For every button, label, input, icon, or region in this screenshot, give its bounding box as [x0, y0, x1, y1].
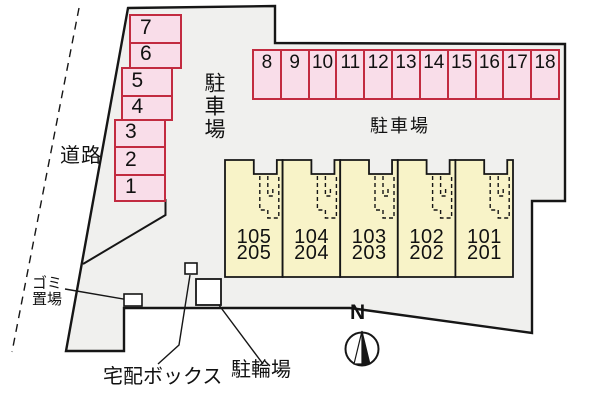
parking-area-label-left: 駐車場: [202, 72, 226, 141]
garbage-label-line2: 置場: [32, 291, 63, 308]
building-unit-101: [454, 159, 514, 278]
stair-symbol-icon: [489, 176, 510, 219]
unit-number-first-floor: 102: [409, 226, 445, 248]
parking-area-label-right: 駐車場: [370, 116, 430, 136]
delivery-box: [184, 262, 198, 275]
parking-space-3: 3: [114, 118, 166, 148]
parking-space-13: 13: [391, 51, 419, 98]
parking-space-7: 7: [129, 14, 182, 44]
garbage-leader-line: [64, 288, 130, 301]
parking-space-15: 15: [446, 51, 475, 98]
parking-space-number: 7: [140, 15, 152, 39]
parking-space-16: 16: [474, 51, 503, 98]
bicycle-parking-box: [195, 278, 222, 306]
parking-space-4: 4: [120, 94, 173, 121]
stair-symbol-icon: [259, 176, 280, 219]
unit-number-first-floor: 104: [294, 226, 330, 248]
unit-number-second-floor: 203: [351, 242, 387, 264]
parking-space-9: 9: [279, 51, 308, 98]
north-compass-icon: [344, 330, 380, 367]
stair-symbol-icon: [431, 176, 453, 219]
parking-space-14: 14: [418, 51, 447, 98]
parking-space-12: 12: [363, 51, 391, 98]
parking-space-11: 11: [335, 51, 363, 98]
unit-number-second-floor: 204: [294, 242, 330, 264]
north-label: N: [350, 301, 366, 324]
parking-space-number: 1: [125, 174, 137, 198]
parking-space-18: 18: [530, 51, 558, 98]
parking-space-1: 1: [114, 173, 166, 202]
parking-space-17: 17: [502, 51, 530, 98]
unit-number-second-floor: 202: [409, 242, 445, 264]
unit-number-first-floor: 101: [466, 226, 502, 248]
stair-symbol-icon: [374, 176, 395, 219]
bicycle-parking-label: 駐輪場: [231, 359, 291, 381]
road-label: 道路: [60, 145, 102, 167]
parking-space-8: 8: [261, 52, 273, 73]
interior-edge-line: [82, 199, 167, 265]
garbage-label-line1: ゴミ: [32, 275, 63, 292]
delivery-box-label: 宅配ボックス: [103, 366, 223, 388]
parking-space-number: 6: [140, 42, 152, 66]
garbage-area-label: ゴミ置場: [32, 276, 62, 308]
building-outlines: [224, 159, 514, 278]
road-edge-dashed-line: [11, 7, 80, 353]
parking-space-number: 4: [131, 94, 144, 118]
parking-space-number: 3: [125, 120, 137, 144]
parking-space-number: 2: [125, 147, 137, 171]
parking-space-6: 6: [129, 41, 182, 69]
unit-number-first-floor: 103: [351, 226, 387, 248]
parking-space-number: 5: [131, 68, 144, 92]
unit-number-second-floor: 201: [466, 242, 502, 264]
garbage-box: [123, 293, 143, 307]
parking-space-5: 5: [120, 66, 173, 97]
delivery-leader-line: [157, 274, 191, 365]
parking-space-2: 2: [114, 146, 166, 176]
unit-number-second-floor: 205: [236, 242, 272, 264]
parking-space-10: 10: [307, 51, 336, 98]
stair-symbol-icon: [316, 176, 338, 219]
unit-number-first-floor: 105: [236, 226, 272, 248]
